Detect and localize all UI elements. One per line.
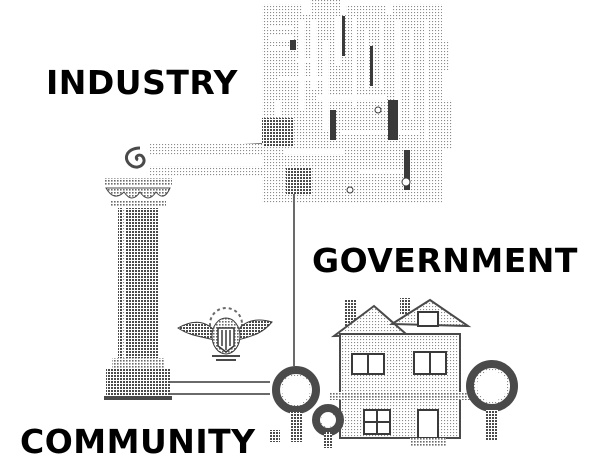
industry-label: INDUSTRY [46,63,238,102]
circuit-board-icon [262,0,452,204]
government-label: GOVERNMENT [312,241,578,280]
eagle-icon [177,307,273,361]
column-eagle-icon [104,144,286,400]
community-label: COMMUNITY [20,422,256,461]
house-trees-icon [270,298,518,448]
